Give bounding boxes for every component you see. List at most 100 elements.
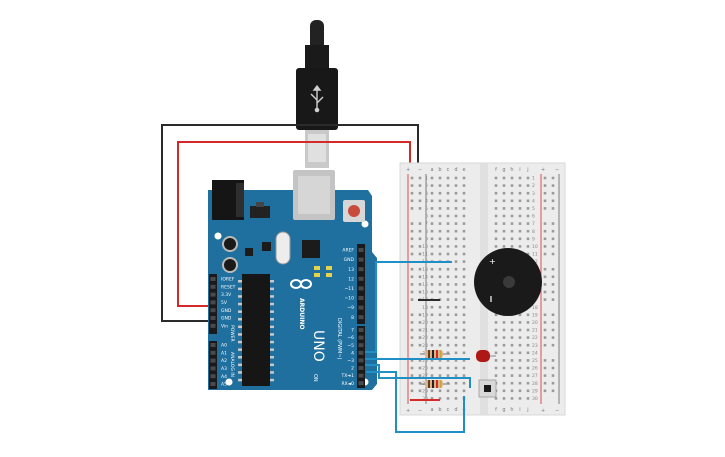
breadboard-hole[interactable]: [518, 245, 522, 248]
breadboard-hole[interactable]: [462, 184, 466, 187]
breadboard-hole[interactable]: [502, 207, 506, 210]
rail-hole[interactable]: [410, 275, 414, 279]
breadboard-hole[interactable]: [438, 222, 442, 225]
breadboard-hole[interactable]: [502, 351, 506, 355]
rail-hole[interactable]: [551, 199, 555, 203]
breadboard-hole[interactable]: [438, 305, 442, 309]
breadboard-hole[interactable]: [446, 199, 450, 203]
header-hole[interactable]: [210, 374, 216, 379]
header-hole[interactable]: [358, 328, 364, 332]
breadboard-hole[interactable]: [462, 359, 466, 362]
breadboard-hole[interactable]: [526, 252, 530, 256]
header-hole[interactable]: [358, 286, 364, 291]
rail-hole[interactable]: [543, 222, 547, 225]
breadboard-hole[interactable]: [454, 298, 458, 301]
breadboard-hole[interactable]: [430, 290, 434, 294]
header-hole[interactable]: [210, 382, 216, 386]
breadboard-hole[interactable]: [446, 397, 450, 400]
rail-hole[interactable]: [418, 199, 422, 203]
breadboard-hole[interactable]: [438, 366, 442, 370]
breadboard-hole[interactable]: [438, 397, 442, 400]
rail-hole[interactable]: [543, 252, 547, 256]
breadboard-hole[interactable]: [502, 214, 506, 218]
rail-hole[interactable]: [543, 366, 547, 370]
rail-hole[interactable]: [418, 275, 422, 279]
breadboard-hole[interactable]: [438, 389, 442, 393]
header-hole[interactable]: [210, 277, 216, 281]
rail-hole[interactable]: [410, 245, 414, 248]
breadboard-hole[interactable]: [462, 176, 466, 180]
rail-hole[interactable]: [551, 298, 555, 301]
breadboard-hole[interactable]: [518, 366, 522, 370]
wire-black-gnd[interactable]: [161, 124, 419, 322]
breadboard-hole[interactable]: [510, 343, 514, 347]
breadboard-hole[interactable]: [430, 176, 434, 180]
breadboard-hole[interactable]: [438, 191, 442, 195]
breadboard-hole[interactable]: [462, 366, 466, 370]
breadboard-hole[interactable]: [510, 222, 514, 225]
breadboard-hole[interactable]: [510, 191, 514, 195]
breadboard-hole[interactable]: [494, 321, 498, 324]
breadboard-hole[interactable]: [446, 267, 450, 271]
breadboard-hole[interactable]: [510, 389, 514, 393]
breadboard-hole[interactable]: [518, 199, 522, 203]
breadboard-hole[interactable]: [462, 313, 466, 317]
breadboard-hole[interactable]: [454, 381, 458, 385]
breadboard-hole[interactable]: [438, 321, 442, 324]
rail-hole[interactable]: [543, 275, 547, 279]
header-hole[interactable]: [358, 366, 364, 370]
breadboard-hole[interactable]: [518, 237, 522, 241]
breadboard-hole[interactable]: [518, 328, 522, 332]
breadboard-hole[interactable]: [446, 381, 450, 385]
rail-hole[interactable]: [410, 267, 414, 271]
rail-hole[interactable]: [543, 290, 547, 294]
breadboard-hole[interactable]: [438, 237, 442, 241]
rail-hole[interactable]: [551, 359, 555, 362]
breadboard-hole[interactable]: [454, 191, 458, 195]
rail-hole[interactable]: [418, 343, 422, 347]
header-hole[interactable]: [358, 335, 364, 340]
breadboard-hole[interactable]: [446, 366, 450, 370]
breadboard-hole[interactable]: [462, 343, 466, 347]
rail-hole[interactable]: [410, 199, 414, 203]
breadboard-hole[interactable]: [446, 245, 450, 248]
rail-hole[interactable]: [410, 374, 414, 377]
breadboard-hole[interactable]: [462, 267, 466, 271]
rail-hole[interactable]: [551, 381, 555, 385]
rail-hole[interactable]: [418, 336, 422, 339]
breadboard-hole[interactable]: [454, 267, 458, 271]
rail-hole[interactable]: [410, 252, 414, 256]
breadboard-hole[interactable]: [430, 374, 434, 377]
breadboard-hole[interactable]: [430, 199, 434, 203]
breadboard-hole[interactable]: [494, 351, 498, 355]
breadboard-hole[interactable]: [518, 381, 522, 385]
breadboard-hole[interactable]: [446, 359, 450, 362]
breadboard-hole[interactable]: [510, 321, 514, 324]
breadboard-hole[interactable]: [510, 397, 514, 400]
breadboard-hole[interactable]: [494, 191, 498, 195]
breadboard-hole[interactable]: [502, 359, 506, 362]
breadboard-hole[interactable]: [510, 366, 514, 370]
breadboard-hole[interactable]: [430, 267, 434, 271]
breadboard-hole[interactable]: [526, 245, 530, 248]
breadboard-hole[interactable]: [502, 176, 506, 180]
breadboard-hole[interactable]: [502, 366, 506, 370]
breadboard-hole[interactable]: [494, 313, 498, 317]
breadboard-hole[interactable]: [462, 252, 466, 256]
breadboard-hole[interactable]: [526, 397, 530, 400]
breadboard-hole[interactable]: [454, 252, 458, 256]
rail-hole[interactable]: [418, 366, 422, 370]
breadboard-hole[interactable]: [454, 374, 458, 377]
rail-hole[interactable]: [543, 184, 547, 187]
breadboard-hole[interactable]: [502, 381, 506, 385]
breadboard-hole[interactable]: [438, 336, 442, 339]
breadboard-hole[interactable]: [446, 191, 450, 195]
breadboard-hole[interactable]: [454, 222, 458, 225]
rail-hole[interactable]: [543, 283, 547, 286]
breadboard-hole[interactable]: [526, 321, 530, 324]
breadboard-hole[interactable]: [446, 207, 450, 210]
breadboard-hole[interactable]: [526, 229, 530, 233]
resistor[interactable]: [420, 380, 450, 388]
rail-hole[interactable]: [418, 328, 422, 332]
breadboard-hole[interactable]: [526, 359, 530, 362]
